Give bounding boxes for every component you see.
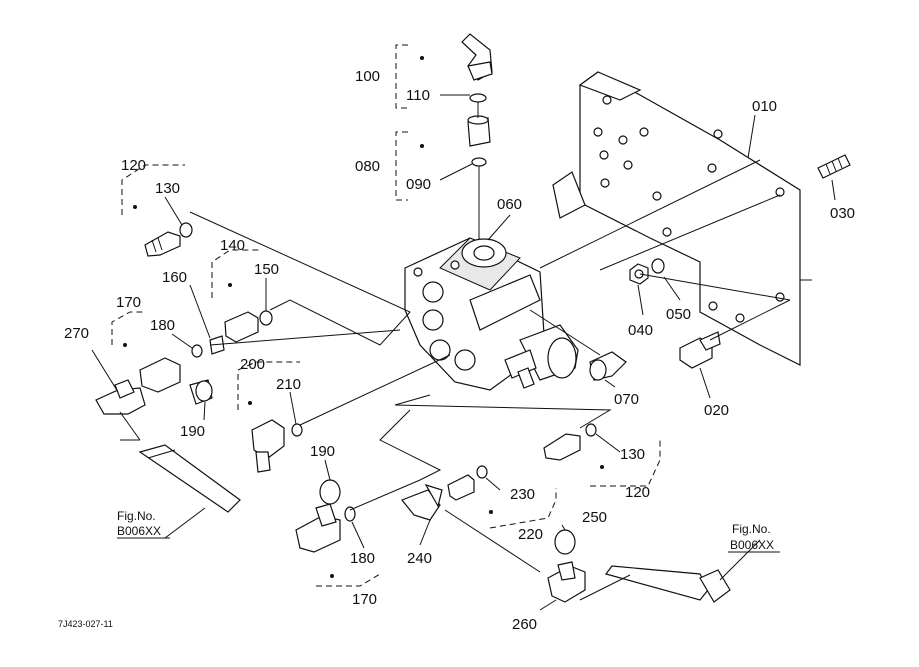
fitting-120: [144, 222, 193, 257]
leader-lines: [120, 102, 791, 601]
fig-ref-left: Fig.No. B006XX: [117, 507, 206, 539]
label-150: 150: [254, 261, 279, 278]
label-070: 070: [614, 391, 639, 408]
stud-part: [817, 154, 851, 179]
label-050: 050: [666, 306, 691, 323]
label-130-left: 130: [155, 180, 180, 197]
bolt-part: [679, 331, 721, 369]
fitting-230: [447, 465, 488, 501]
label-160: 160: [162, 269, 187, 286]
label-080: 080: [355, 158, 380, 175]
label-230: 230: [510, 486, 535, 503]
label-140: 140: [220, 237, 245, 254]
fig-ref-right-code: B006XX: [730, 538, 774, 552]
reference-dots: [123, 56, 604, 578]
label-090: 090: [406, 176, 431, 193]
label-180-left: 180: [150, 317, 175, 334]
drawing-code: 7J423-027-11: [58, 619, 113, 629]
label-110: 110: [406, 87, 430, 104]
label-220: 220: [518, 526, 543, 543]
group-brackets: [111, 44, 661, 587]
fitting-240: [401, 483, 443, 521]
fitting-right-120: [543, 423, 597, 461]
label-200: 200: [240, 356, 265, 373]
label-190-left: 190: [180, 423, 205, 440]
fig-ref-right-label: Fig.No.: [732, 522, 771, 536]
label-010: 010: [752, 98, 777, 115]
hose-left: [138, 444, 241, 513]
plug-part: [589, 351, 627, 381]
tee-fitting-270: [95, 379, 146, 441]
label-170-left: 170: [116, 294, 141, 311]
nut-washer: [629, 258, 665, 285]
label-240: 240: [407, 550, 432, 567]
label-260: 260: [512, 616, 537, 633]
fig-ref-left-code: B006XX: [117, 524, 161, 538]
tee-fitting-left: [139, 344, 213, 405]
label-120-right: 120: [625, 484, 650, 501]
label-270: 270: [64, 325, 89, 342]
label-040: 040: [628, 322, 653, 339]
fig-ref-left-label: Fig.No.: [117, 509, 156, 523]
label-120-left: 120: [121, 157, 146, 174]
label-180-bottom: 180: [350, 550, 375, 567]
tee-fitting-260: [547, 529, 586, 603]
label-190-bottom: 190: [310, 443, 335, 460]
fitting-140: [209, 310, 273, 355]
label-030: 030: [830, 205, 855, 222]
control-valve: [404, 237, 579, 391]
part-labels: 010 030 040 050 020 070 060 100 110 080 …: [64, 68, 855, 633]
tee-fitting-bottom: [295, 479, 356, 553]
label-130-right: 130: [620, 446, 645, 463]
adapter-fitting: [467, 115, 491, 167]
label-170-bottom: 170: [352, 591, 377, 608]
label-060: 060: [497, 196, 522, 213]
fig-ref-right: Fig.No. B006XX: [728, 522, 780, 553]
label-ticks: [91, 94, 836, 611]
hose-right: [604, 565, 731, 603]
label-210: 210: [276, 376, 301, 393]
label-020: 020: [704, 402, 729, 419]
label-100: 100: [355, 68, 380, 85]
elbow-fitting: [461, 33, 493, 103]
elbow-fitting-200: [251, 419, 303, 473]
label-250: 250: [582, 509, 607, 526]
